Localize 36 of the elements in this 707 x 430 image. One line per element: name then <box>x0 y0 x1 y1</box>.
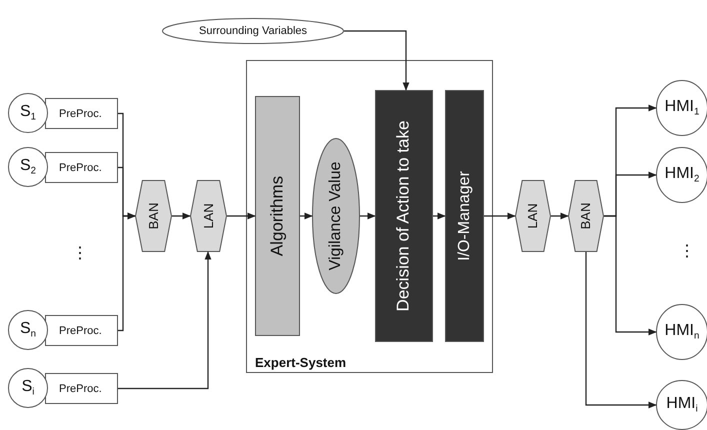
node-label: HMI$_{2}$ <box>664 165 700 185</box>
arrow <box>433 212 446 220</box>
node-label: S$_{n}$ <box>20 320 36 340</box>
vertical-label: BAN <box>146 202 161 230</box>
arrow <box>300 212 313 220</box>
arrow <box>604 215 657 336</box>
arrow <box>360 212 376 220</box>
node-label: PreProc. <box>59 324 102 337</box>
node-label: S$_{1}$ <box>20 103 36 123</box>
node-label: PreProc. <box>59 107 102 120</box>
arrow <box>227 212 256 220</box>
frame-title: Expert-System <box>255 356 346 370</box>
vertical-label: Decision of Action to take <box>394 120 414 312</box>
continuation-dots: ⋮ <box>679 244 695 260</box>
arrow <box>585 252 657 408</box>
arrow <box>551 212 569 220</box>
arrow <box>172 212 191 220</box>
node-label: PreProc. <box>59 161 102 174</box>
vertical-label: I/O-Manager <box>456 171 474 261</box>
node-label: PreProc. <box>59 382 102 395</box>
continuation-dots: ⋮ <box>72 246 88 262</box>
vertical-label: Vigilance Value <box>327 162 345 270</box>
node-label: Surrounding Variables <box>198 24 308 38</box>
node-label: S$_{2}$ <box>20 157 36 177</box>
node-label: S$_{i}$ <box>22 378 34 398</box>
node-label: HMI$_{i}$ <box>666 395 698 415</box>
vertical-label: LAN <box>526 203 540 229</box>
vertical-label: BAN <box>578 202 594 230</box>
node-label: HMI$_{1}$ <box>664 98 700 118</box>
arrow <box>118 212 136 332</box>
arrow <box>344 30 410 91</box>
vertical-label: Algorithms <box>268 176 287 256</box>
node-label: HMI$_{n}$ <box>664 322 700 342</box>
vertical-label: LAN <box>201 203 216 229</box>
arrow <box>484 212 516 220</box>
arrow <box>118 251 212 390</box>
